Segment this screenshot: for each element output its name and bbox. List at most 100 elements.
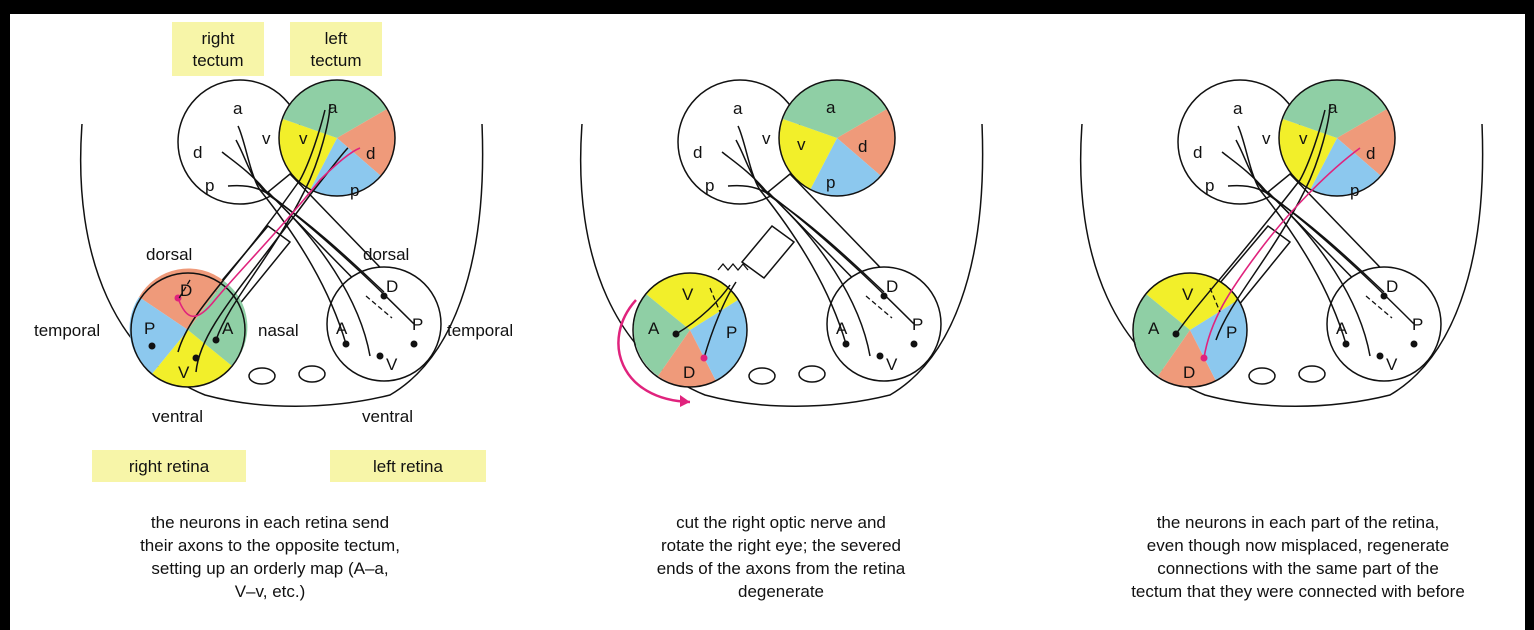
retina-label-A: A [1148, 319, 1160, 338]
svg-text:tectum that they were connecte: tectum that they were connected with bef… [1131, 582, 1465, 601]
tectum-label-p: p [826, 173, 835, 192]
tectum-label-v: v [797, 135, 806, 154]
retina-dot [1343, 341, 1350, 348]
retina-label-D: D [180, 281, 192, 300]
svg-text:tectum: tectum [310, 51, 361, 70]
optic-tract-band-cut [742, 226, 794, 278]
panel-1: a v d p a v d p D P A V D A P V dorsal d… [34, 22, 513, 601]
retina-dot [1411, 341, 1418, 348]
tectum-label-d: d [193, 143, 202, 162]
retina-dot [411, 341, 418, 348]
retina-label-D: D [1183, 363, 1195, 382]
svg-text:connections with the same part: connections with the same part of the [1157, 559, 1439, 578]
retina-label-P: P [144, 319, 155, 338]
retina-dot [1377, 353, 1384, 360]
retina-dot [193, 355, 200, 362]
cut-mark [718, 264, 748, 270]
tectum-label-a: a [826, 98, 836, 117]
tectum-label-a: a [328, 98, 338, 117]
retina-dot [343, 341, 350, 348]
retina-label-P: P [912, 315, 923, 334]
retina-label-D: D [683, 363, 695, 382]
retina-label-P: P [1412, 315, 1423, 334]
panel-2: a v d p a v d p V A P D D A P V cut the … [581, 80, 983, 601]
tectum-label-a: a [1233, 99, 1243, 118]
retina-label-A: A [836, 319, 848, 338]
panel-3: a v d p a v d p V A P D D A P V the neur… [1081, 80, 1483, 601]
svg-text:left retina: left retina [373, 457, 443, 476]
tag-left-retina: left retina [330, 450, 486, 482]
tectum-label-a: a [733, 99, 743, 118]
ellipse-mark [799, 366, 825, 382]
retina-dot [877, 353, 884, 360]
retina-dot [213, 337, 220, 344]
retina-dot [701, 355, 708, 362]
svg-text:right: right [201, 29, 234, 48]
tectum-label-v: v [762, 129, 771, 148]
retina-label-D: D [886, 277, 898, 296]
retina-label-P: P [726, 323, 737, 342]
tectum-label-d: d [858, 137, 867, 156]
retina-label-D: D [386, 277, 398, 296]
ellipse-mark [299, 366, 325, 382]
retina-label-D: D [1386, 277, 1398, 296]
retina-dot [673, 331, 680, 338]
caption-1: the neurons in each retina send their ax… [140, 513, 400, 601]
retina-dot [911, 341, 918, 348]
retina-label-A: A [1336, 319, 1348, 338]
tectum-label-p: p [350, 181, 359, 200]
orientation-ventral: ventral [362, 407, 413, 426]
tectum-label-v: v [299, 129, 308, 148]
ellipse-mark [1249, 368, 1275, 384]
svg-text:ends of the axons from the ret: ends of the axons from the retina [657, 559, 906, 578]
tectum-label-v: v [1299, 129, 1308, 148]
tag-right-tectum: right tectum [172, 22, 264, 76]
tectum-label-d: d [1366, 144, 1375, 163]
orientation-dorsal: dorsal [363, 245, 409, 264]
svg-text:setting up an orderly map (A–a: setting up an orderly map (A–a, [151, 559, 388, 578]
orientation-temporal: temporal [447, 321, 513, 340]
tag-left-tectum: left tectum [290, 22, 382, 76]
orientation-nasal: nasal [258, 321, 299, 340]
orientation-temporal: temporal [34, 321, 100, 340]
retina-dot [1173, 331, 1180, 338]
retina-label-V: V [178, 363, 190, 382]
caption-2: cut the right optic nerve and rotate the… [657, 513, 906, 601]
svg-text:V–v, etc.): V–v, etc.) [235, 582, 306, 601]
svg-text:cut the right optic nerve and: cut the right optic nerve and [676, 513, 886, 532]
tectum-label-d: d [366, 144, 375, 163]
retina-label-A: A [222, 319, 234, 338]
retina-label-A: A [648, 319, 660, 338]
caption-3: the neurons in each part of the retina, … [1131, 513, 1465, 601]
retina-dot [377, 353, 384, 360]
retina-label-P: P [412, 315, 423, 334]
ellipse-mark [749, 368, 775, 384]
svg-text:right retina: right retina [129, 457, 210, 476]
rotation-arrow-head [680, 395, 690, 407]
retina-label-P: P [1226, 323, 1237, 342]
tectum-label-d: d [1193, 143, 1202, 162]
tectum-label-a: a [1328, 98, 1338, 117]
orientation-dorsal: dorsal [146, 245, 192, 264]
tectum-label-p: p [705, 176, 714, 195]
retina-label-V: V [386, 355, 398, 374]
tectum-label-v: v [1262, 129, 1271, 148]
retina-dot [843, 341, 850, 348]
tectum-label-p: p [205, 176, 214, 195]
tag-right-retina: right retina [92, 450, 246, 482]
retina-dot [1201, 355, 1208, 362]
svg-text:their axons to the opposite te: their axons to the opposite tectum, [140, 536, 400, 555]
svg-text:even though now misplaced, reg: even though now misplaced, regenerate [1147, 536, 1449, 555]
retina-label-V: V [682, 285, 694, 304]
retina-dot [149, 343, 156, 350]
retina-label-V: V [1386, 355, 1398, 374]
tectum-label-p: p [1205, 176, 1214, 195]
retina-label-V: V [886, 355, 898, 374]
tectum-label-a: a [233, 99, 243, 118]
svg-text:the neurons in each part of th: the neurons in each part of the retina, [1157, 513, 1440, 532]
svg-text:rotate the right eye; the seve: rotate the right eye; the severed [661, 536, 901, 555]
retina-label-A: A [336, 319, 348, 338]
tectum-label-v: v [262, 129, 271, 148]
svg-text:tectum: tectum [192, 51, 243, 70]
